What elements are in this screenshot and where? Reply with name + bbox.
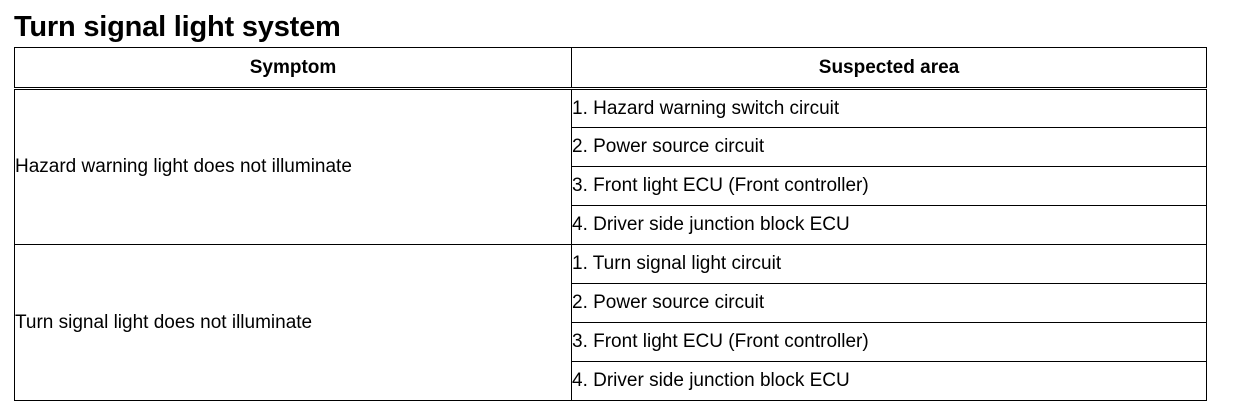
page-title: Turn signal light system (14, 11, 341, 43)
suspected-area-cell: 3. Front light ECU (Front controller) (571, 166, 1207, 206)
suspected-area-cell: 1. Hazard warning switch circuit (571, 88, 1207, 128)
suspected-area-cell: 1. Turn signal light circuit (571, 244, 1207, 284)
table-row: Turn signal light does not illuminate 1.… (14, 244, 1207, 401)
suspected-area-cell: 4. Driver side junction block ECU (571, 361, 1207, 401)
symptom-cell: Turn signal light does not illuminate (14, 244, 572, 401)
suspected-area-column-header: Suspected area (571, 47, 1207, 90)
table-row: 2. Power source circuit (15, 127, 1207, 167)
suspected-area-cell: 4. Driver side junction block ECU (571, 205, 1207, 245)
table-row: 3. Front light ECU (Front controller) (15, 166, 1207, 206)
troubleshooting-table: Symptom Suspected area Hazard warning li… (14, 47, 1207, 401)
header-row: Symptom Suspected area (14, 47, 1207, 90)
table-row: 3. Front light ECU (Front controller) (15, 322, 1207, 362)
suspected-area-cell: 2. Power source circuit (571, 283, 1207, 323)
suspected-area-cell: 3. Front light ECU (Front controller) (571, 322, 1207, 362)
table-row: 4. Driver side junction block ECU (15, 361, 1207, 401)
symptom-column-header: Symptom (14, 47, 572, 90)
symptom-cell: Hazard warning light does not illuminate (14, 88, 572, 245)
suspected-area-cell: 2. Power source circuit (571, 127, 1207, 167)
table-row: 2. Power source circuit (15, 283, 1207, 323)
table-row: Hazard warning light does not illuminate… (14, 88, 1207, 245)
